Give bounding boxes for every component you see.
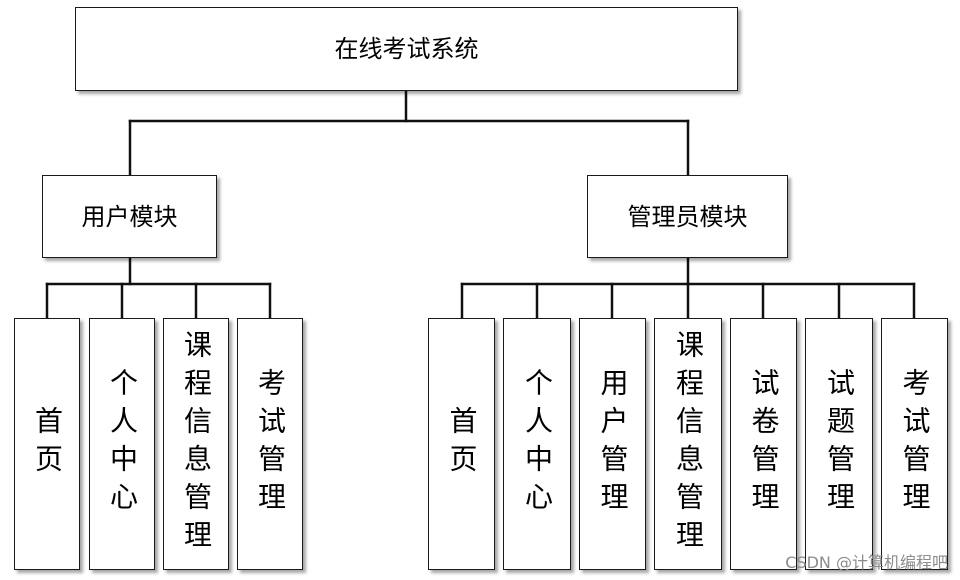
root-node-label: 在线考试系统 <box>334 35 479 63</box>
leaf-label: 试题管理 <box>823 368 856 520</box>
admin-leaf-exam-management: 考试管理 <box>881 318 948 570</box>
admin-leaf-paper-management: 试卷管理 <box>730 318 797 570</box>
leaf-label: 课程信息管理 <box>672 330 705 558</box>
admin-module-node: 管理员模块 <box>587 175 788 258</box>
user-leaf-exam-management: 考试管理 <box>237 318 303 570</box>
admin-leaf-course-info: 课程信息管理 <box>654 318 722 570</box>
user-leaf-course-info: 课程信息管理 <box>163 318 229 570</box>
leaf-label: 个人中心 <box>521 368 554 520</box>
leaf-label: 试卷管理 <box>747 368 781 520</box>
user-module-label: 用户模块 <box>81 202 178 231</box>
leaf-label: 课程信息管理 <box>180 330 213 558</box>
leaf-label: 首页 <box>445 406 479 482</box>
leaf-label: 个人中心 <box>106 368 139 520</box>
admin-module-label: 管理员模块 <box>627 202 748 231</box>
leaf-label: 考试管理 <box>254 368 287 520</box>
user-leaf-personal-center: 个人中心 <box>89 318 155 570</box>
admin-leaf-home: 首页 <box>428 318 495 570</box>
leaf-label: 用户管理 <box>596 368 630 520</box>
admin-leaf-question-management: 试题管理 <box>805 318 873 570</box>
admin-leaf-personal-center: 个人中心 <box>503 318 571 570</box>
watermark: CSDN @计算机编程吧 <box>785 553 948 572</box>
leaf-label: 考试管理 <box>898 368 932 520</box>
user-leaf-home: 首页 <box>14 318 80 570</box>
leaf-label: 首页 <box>31 406 64 482</box>
root-node: 在线考试系统 <box>75 7 738 91</box>
admin-leaf-user-management: 用户管理 <box>579 318 646 570</box>
user-module-node: 用户模块 <box>42 175 217 258</box>
